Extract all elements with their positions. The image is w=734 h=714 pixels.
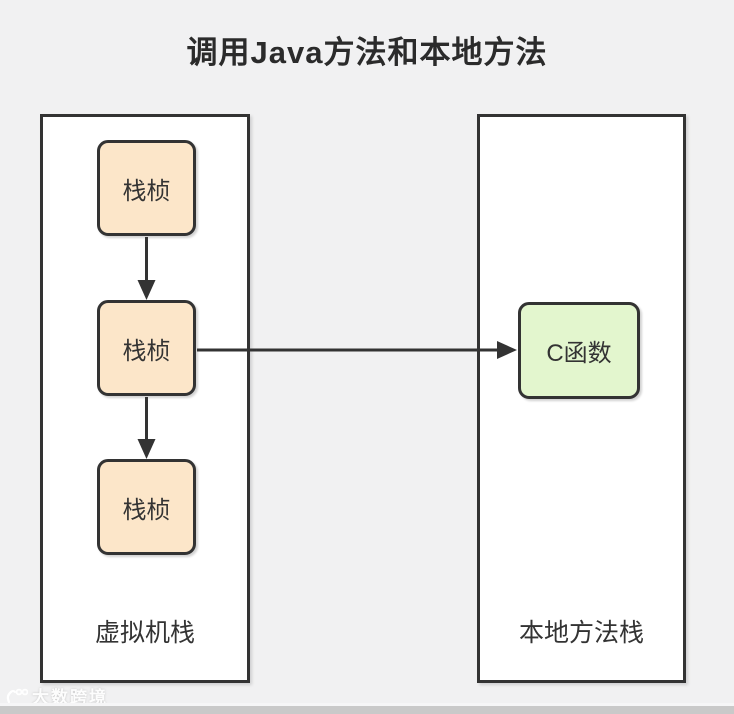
stack-frame-label: 栈桢 xyxy=(122,337,171,365)
bottom-divider xyxy=(0,703,734,706)
virtual-machine-stack-label: 虚拟机栈 xyxy=(94,619,195,647)
native-method-stack-label: 本地方法栈 xyxy=(518,619,644,647)
c-function-node: C函数 xyxy=(518,302,640,399)
watermark-logo-icon xyxy=(6,688,28,703)
watermark: 大数跨境 xyxy=(4,683,108,708)
watermark-text: 大数跨境 xyxy=(32,688,108,707)
stack-frame-node-1: 栈桢 xyxy=(97,140,196,236)
stack-frame-node-2: 栈桢 xyxy=(97,300,196,396)
c-function-label: C函数 xyxy=(546,340,612,367)
stack-frame-label: 栈桢 xyxy=(122,496,171,524)
stack-frame-label: 栈桢 xyxy=(122,177,171,205)
page-title: 调用Java方法和本地方法 xyxy=(186,35,548,70)
stack-frame-node-3: 栈桢 xyxy=(97,459,196,555)
bottom-bar xyxy=(0,706,734,714)
